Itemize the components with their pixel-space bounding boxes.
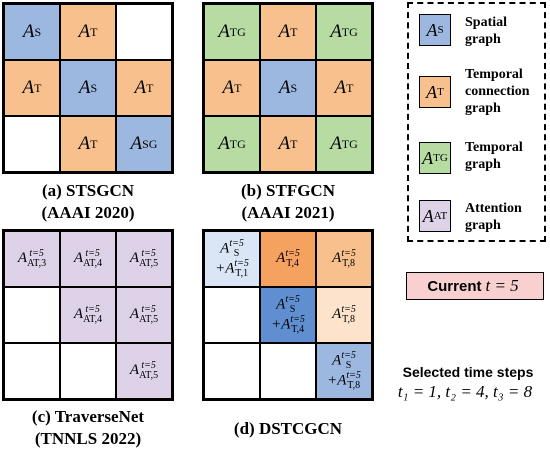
cell-empty	[260, 343, 316, 399]
current-expr: t = 5	[485, 276, 519, 295]
cell-empty	[4, 116, 60, 172]
legend-label-attention: Attention graph	[465, 201, 522, 233]
legend-label-spatial: Spatial graph	[465, 15, 508, 47]
caption-b: (b) STFGCN (AAAI 2021)	[241, 181, 335, 222]
cell-empty	[4, 343, 60, 399]
selected-steps-title: Selected time steps	[402, 364, 534, 380]
selected-steps-values: t₁ = 1, t₂ = 4, t₃ = 8	[397, 382, 533, 401]
caption-c: (c) TraverseNet (TNNLS 2022)	[31, 407, 145, 448]
cell-empty	[204, 287, 260, 343]
cell-empty	[116, 4, 172, 60]
legend-label-temporal-connection: Temporal connection graph	[465, 67, 530, 116]
cell-empty	[60, 343, 116, 399]
legend-label-temporal: Temporal graph	[465, 140, 523, 172]
current-time-box: Current t = 5	[406, 272, 544, 300]
caption-d: (d) DSTCGCN	[233, 419, 343, 438]
cell-empty	[204, 343, 260, 399]
cell-empty	[4, 287, 60, 343]
caption-a: (a) STSGCN (AAAI 2020)	[41, 181, 135, 222]
current-label: Current	[427, 277, 482, 295]
